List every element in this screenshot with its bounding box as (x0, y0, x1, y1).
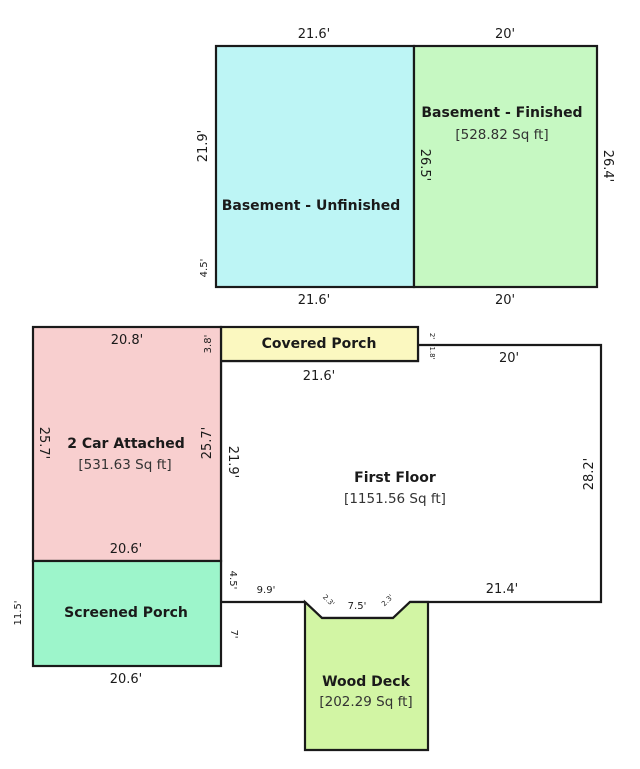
dim-basement-top-left: 21.6' (298, 27, 331, 42)
basement-finished-title: Basement - Finished (421, 105, 582, 121)
dim-covered-porch-bottom: 21.6' (303, 369, 336, 384)
first-floor-title: First Floor (354, 470, 436, 486)
dim-first-floor-top: 20' (499, 351, 519, 366)
dim-step-4-5: 4.5' (227, 571, 238, 590)
screened-porch-title: Screened Porch (64, 605, 188, 621)
covered-porch-room[interactable] (219, 325, 420, 363)
basement-finished-room[interactable] (412, 44, 599, 289)
wood-deck-area: [202.29 Sq ft] (319, 694, 412, 710)
dim-first-floor-left: 21.9' (225, 446, 240, 479)
basement-unfinished-room[interactable] (214, 44, 416, 289)
basement-unfinished-title: Basement - Unfinished (222, 198, 401, 214)
dim-garage-left: 25.7' (36, 427, 51, 460)
dim-porch-step-a: 2' (428, 333, 436, 339)
first-floor-area: [1151.56 Sq ft] (344, 491, 446, 507)
dim-basement-left: 21.9' (196, 130, 211, 163)
screened-porch-room[interactable] (31, 559, 223, 668)
dim-first-floor-bottom-left: 9.9' (257, 585, 276, 596)
dim-basement-mid: 26.5' (417, 149, 432, 182)
dim-first-floor-right: 28.2' (582, 458, 597, 491)
dim-screened-bottom: 20.6' (110, 672, 143, 687)
dim-garage-bottom: 20.6' (110, 542, 143, 557)
dim-basement-bottom-left: 21.6' (298, 293, 331, 308)
basement-finished-area: [528.82 Sq ft] (455, 127, 548, 143)
dim-first-floor-bottom-right: 21.4' (486, 582, 519, 597)
dim-basement-left-small: 4.5' (199, 259, 210, 278)
garage-title: 2 Car Attached (67, 436, 185, 452)
dim-garage-right: 25.7' (200, 427, 215, 460)
covered-porch-title: Covered Porch (262, 336, 377, 352)
dim-basement-top-right: 20' (495, 27, 515, 42)
dim-basement-bottom-right: 20' (495, 293, 515, 308)
dim-deck-top: 7.5' (348, 601, 367, 612)
dim-garage-top: 20.8' (111, 333, 144, 348)
dim-porch-step-b: 1.8' (428, 346, 436, 359)
wood-deck-room[interactable] (303, 599, 430, 752)
dim-garage-porch-side: 3.8' (203, 335, 214, 354)
wood-deck-title: Wood Deck (322, 674, 410, 690)
dim-basement-right: 26.4' (600, 150, 615, 183)
dim-screened-right: 7' (228, 629, 239, 638)
dim-screened-left: 11.5' (13, 600, 24, 625)
garage-area: [531.63 Sq ft] (78, 457, 171, 473)
